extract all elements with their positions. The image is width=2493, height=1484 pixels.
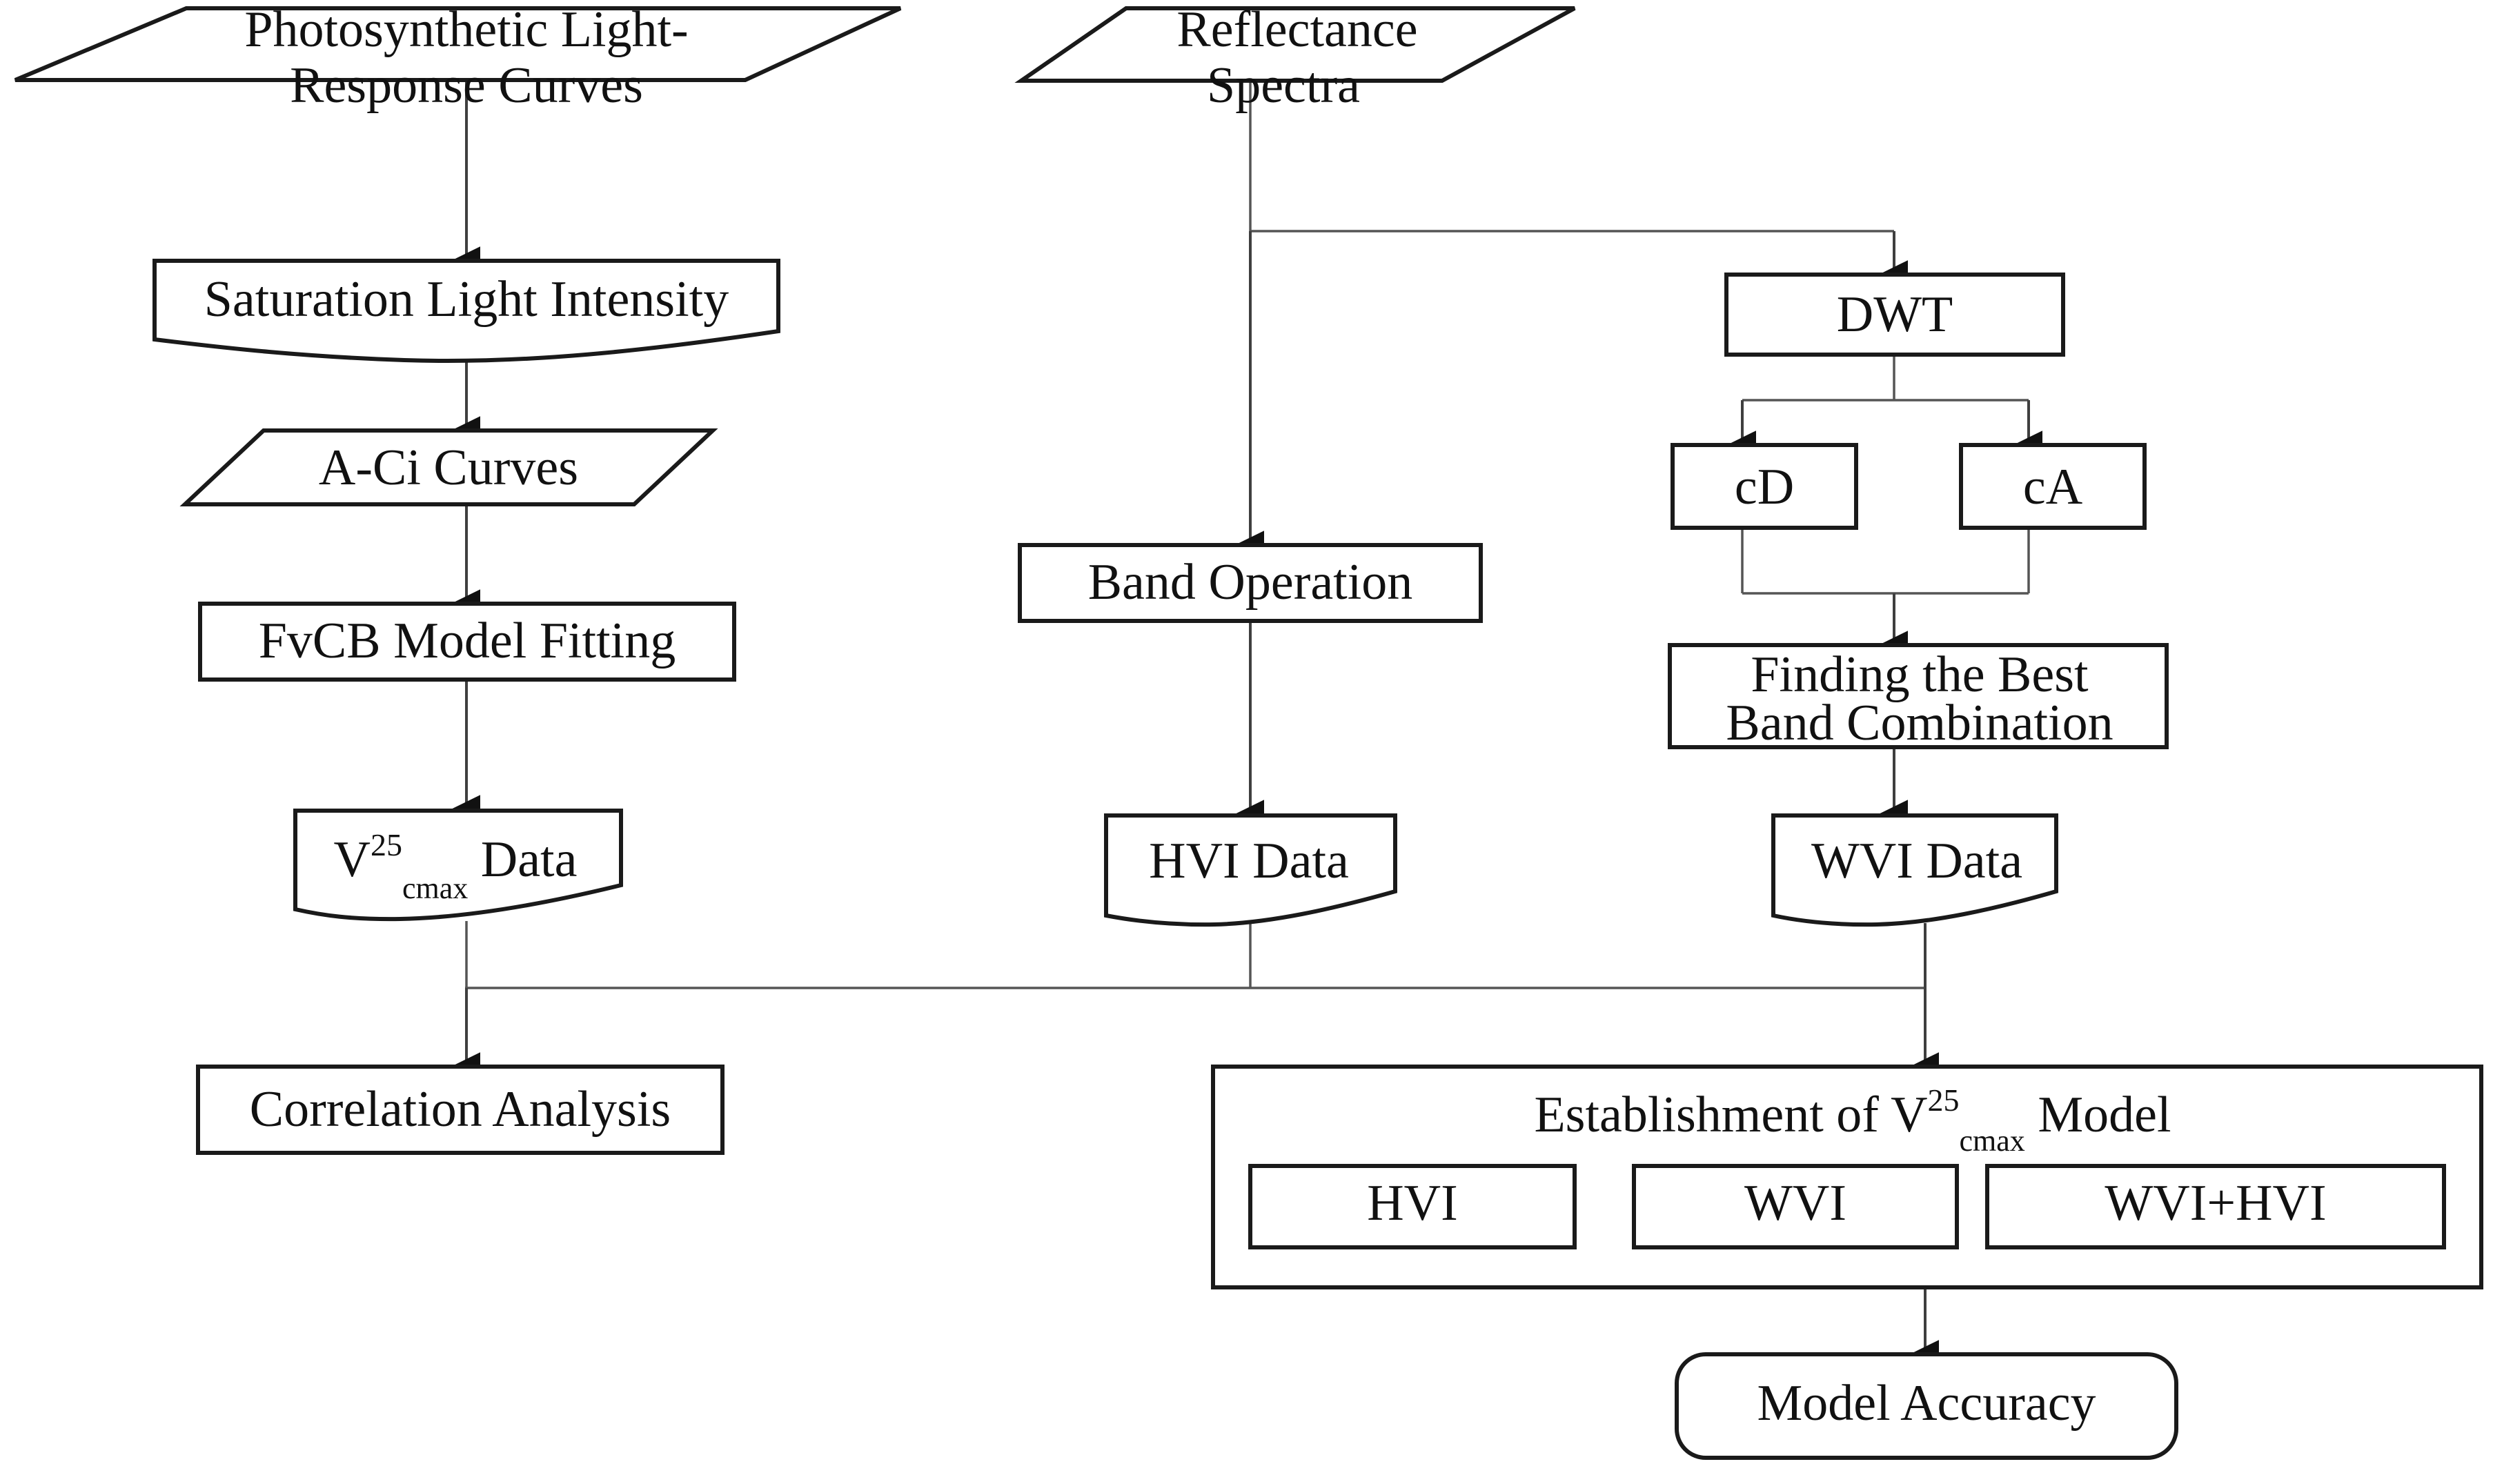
model-accuracy-label: Model Accuracy	[1757, 1375, 2096, 1432]
cd-label: cD	[1735, 459, 1794, 515]
best-band-label-line2: Band Combination	[1726, 695, 2113, 751]
node-photosynthetic-curves[interactable]: Photosynthetic Light- Response Curves	[14, 1, 902, 114]
band-operation-label: Band Operation	[1088, 554, 1413, 611]
node-saturation-light[interactable]: Saturation Light Intensity	[152, 259, 780, 364]
best-band-label-line1: Finding the Best	[1751, 646, 2089, 703]
establishment-prefix: Establishment of V	[1534, 1087, 1927, 1143]
vcmax-subscript: cmax	[402, 871, 468, 905]
node-hvi-data[interactable]: HVI Data	[1104, 813, 1397, 927]
vcmax-superscript: 25	[371, 827, 402, 862]
establishment-child-wvi[interactable]: WVI	[1632, 1164, 1959, 1249]
node-vcmax-data[interactable]: V25cmax Data	[293, 809, 623, 922]
node-dwt[interactable]: DWT	[1724, 273, 2065, 357]
correlation-analysis-label: Correlation Analysis	[250, 1081, 671, 1138]
vcmax-base: V	[334, 831, 371, 888]
node-wvi-data[interactable]: WVI Data	[1771, 813, 2058, 927]
node-cd[interactable]: cD	[1671, 443, 1858, 530]
wvi-data-label: WVI Data	[1811, 833, 2022, 889]
vcmax-tail: Data	[468, 831, 577, 888]
node-band-operation[interactable]: Band Operation	[1018, 543, 1483, 623]
node-reflectance-spectra[interactable]: Reflectance Spectra	[1014, 1, 1576, 114]
vcmax-data-label: V25cmax Data	[334, 827, 578, 905]
establishment-child-wvi-hvi-label: WVI+HVI	[2105, 1175, 2326, 1231]
node-fvcb-fitting[interactable]: FvCB Model Fitting	[198, 602, 736, 682]
fvcb-fitting-label: FvCB Model Fitting	[259, 613, 676, 669]
node-aci-curves[interactable]: A-Ci Curves	[179, 428, 718, 506]
reflectance-spectra-label-line2: Spectra	[1207, 57, 1360, 114]
connector-layer	[451, 81, 2042, 1369]
establishment-suffix: Model	[2025, 1087, 2171, 1143]
hvi-data-label: HVI Data	[1149, 833, 1349, 889]
node-correlation-analysis[interactable]: Correlation Analysis	[196, 1065, 725, 1155]
photosynthetic-curves-label-line2: Response Curves	[290, 57, 643, 114]
establishment-model-label: Establishment of V25cmax Model	[1534, 1082, 2171, 1158]
establishment-superscript: 25	[1928, 1082, 1960, 1118]
dwt-label: DWT	[1837, 286, 1953, 343]
saturation-light-label: Saturation Light Intensity	[204, 271, 729, 328]
node-ca[interactable]: cA	[1959, 443, 2147, 530]
node-best-band-combination[interactable]: Finding the Best Band Combination	[1668, 643, 2169, 751]
reflectance-spectra-label-line1: Reflectance	[1176, 1, 1417, 58]
photosynthetic-curves-label-line1: Photosynthetic Light-	[244, 1, 688, 58]
establishment-child-hvi-label: HVI	[1367, 1175, 1458, 1231]
establishment-child-wvi-hvi[interactable]: WVI+HVI	[1985, 1164, 2446, 1249]
establishment-subscript: cmax	[1960, 1124, 2025, 1158]
establishment-child-wvi-label: WVI	[1744, 1175, 1846, 1231]
ca-label: cA	[2023, 459, 2082, 515]
node-model-accuracy[interactable]: Model Accuracy	[1675, 1352, 2178, 1460]
aci-curves-label: A-Ci Curves	[319, 439, 578, 496]
node-establishment-model[interactable]: Establishment of V25cmax Model HVI WVI W…	[1211, 1065, 2483, 1289]
establishment-child-hvi[interactable]: HVI	[1248, 1164, 1577, 1249]
